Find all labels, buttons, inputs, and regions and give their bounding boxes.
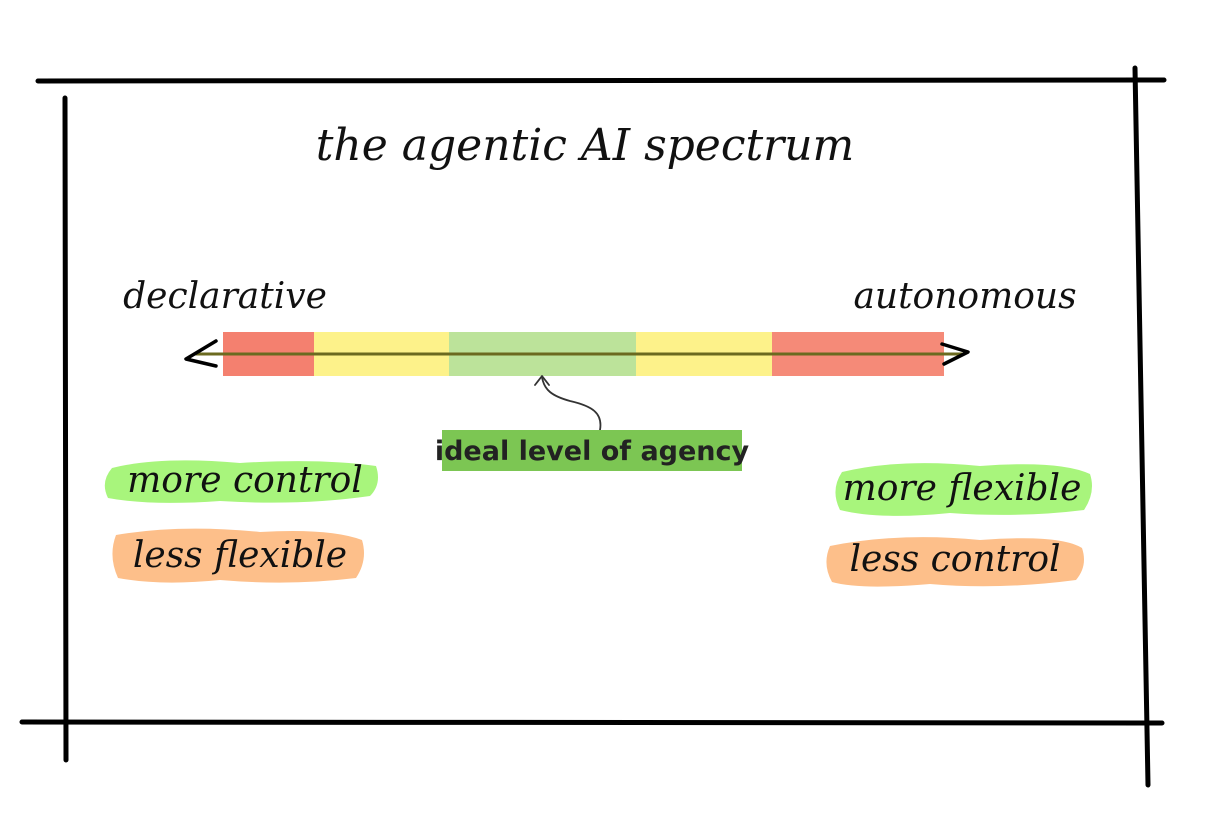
frame-right-line [1132,65,1151,788]
frame-bottom-line [19,719,1165,726]
highlight-swatch [104,460,379,503]
spectrum-axis-arrow [184,339,970,368]
spectrum-left-label: declarative [123,276,327,317]
callout-background [442,430,742,471]
note-left-1: more control [127,460,363,501]
note-left-2: less flexible [133,535,347,576]
diagram-title: the agentic AI spectrum [316,120,855,171]
frame-top-line [35,77,1167,84]
spectrum-right-label: autonomous [853,276,1076,317]
callout: ideal level of agency [435,430,750,471]
note-right-2: less control [849,539,1060,580]
callout-text: ideal level of agency [435,436,750,467]
pointer-arrowhead-icon [534,375,550,386]
note-right-1: more flexible [843,468,1082,509]
callout-pointer [534,375,602,431]
left-arrowhead-icon [184,339,218,368]
frame [19,65,1167,788]
highlight-swatch [826,537,1084,587]
frame-left-line [62,95,69,763]
right-arrowhead-icon [940,342,970,366]
right-notes: more flexible less control [826,463,1092,587]
highlight-swatch [835,463,1092,516]
highlight-swatch [112,528,364,583]
pointer-curve [541,376,602,431]
left-notes: more control less flexible [104,460,379,583]
